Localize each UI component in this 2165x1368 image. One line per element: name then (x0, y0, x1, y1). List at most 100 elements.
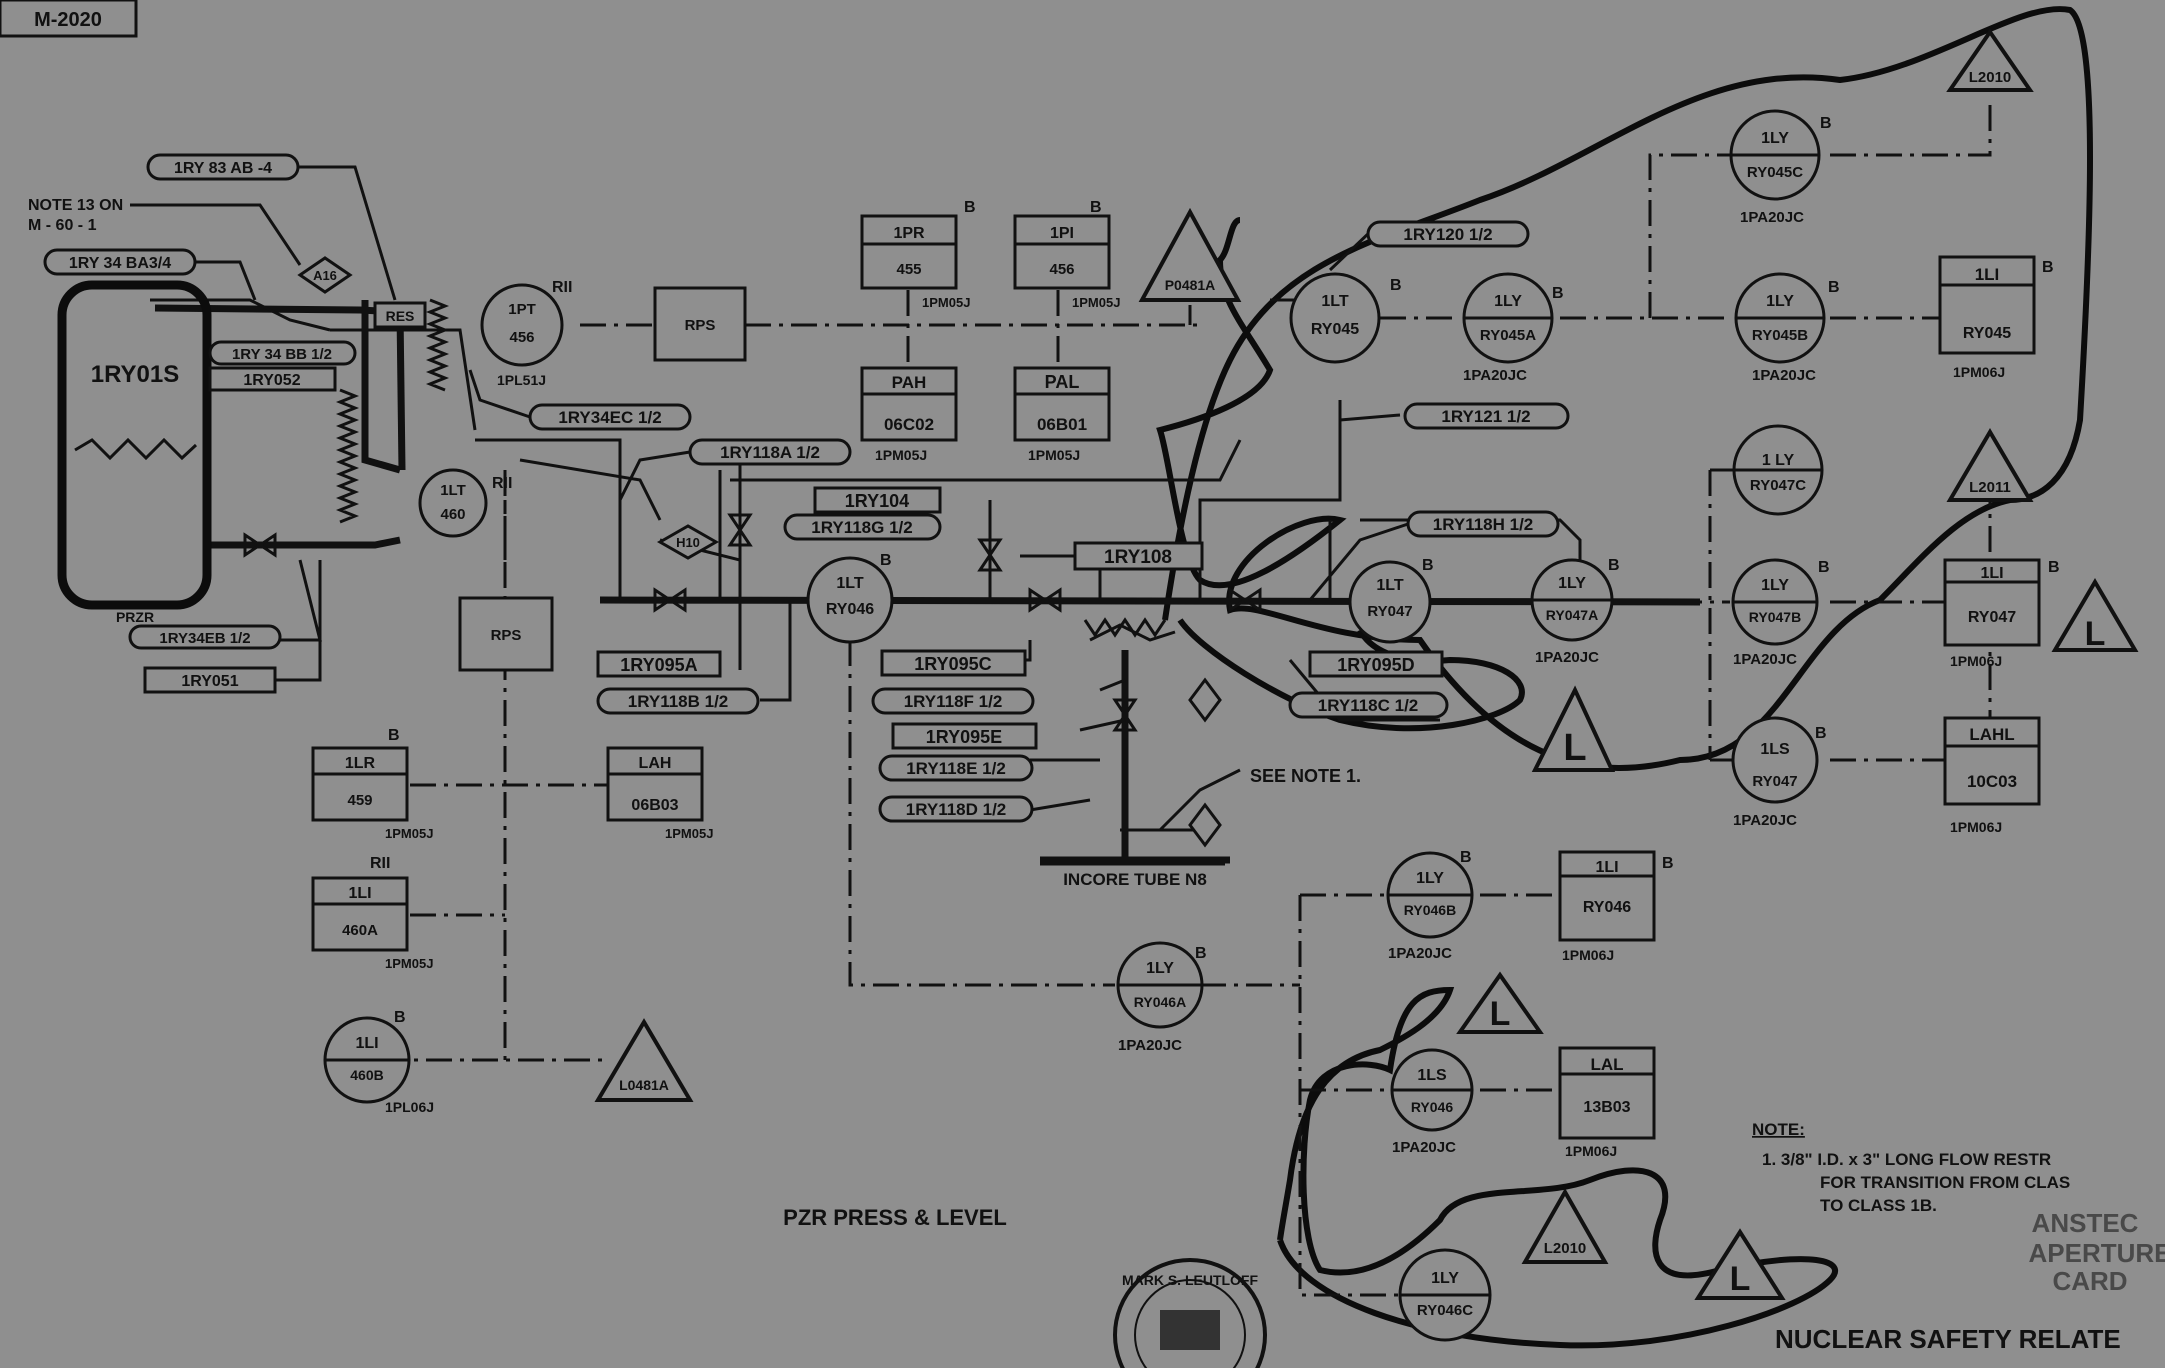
svg-text:1LI: 1LI (1975, 265, 2000, 284)
triangle-l2011: L2011 (1946, 428, 2034, 502)
svg-text:1PM05J: 1PM05J (1072, 295, 1120, 310)
svg-text:RY045A: RY045A (1480, 327, 1536, 344)
pipe-label-ry34ec: 1RY34EC 1/2 (468, 369, 692, 431)
svg-text:RII: RII (552, 279, 572, 296)
valve-7 (243, 532, 277, 558)
svg-text:1RY 83 AB -4: 1RY 83 AB -4 (174, 160, 272, 177)
signal-lines (380, 100, 1992, 1297)
triangle-l0481a: L0481A (594, 1018, 694, 1102)
triangle-p0481a: P0481A (1138, 207, 1242, 302)
instrument-ly046b: 1LY RY046B B 1PA20JC (1386, 849, 1474, 962)
svg-text:1PM05J: 1PM05J (922, 295, 970, 310)
svg-text:1RY118F 1/2: 1RY118F 1/2 (904, 692, 1003, 711)
svg-text:1RY051: 1RY051 (181, 673, 238, 690)
svg-text:1RY118D 1/2: 1RY118D 1/2 (906, 800, 1007, 819)
incore-tube: INCORE TUBE N8 (1040, 617, 1225, 889)
svg-text:NOTE:: NOTE: (1752, 1120, 1805, 1139)
panel-li047: 1LI RY047 B 1PM06J (1943, 558, 2060, 669)
triangle-l2010-bottom: L2010 (1521, 1187, 1609, 1264)
svg-text:460A: 460A (342, 922, 378, 939)
svg-text:B: B (1815, 725, 1827, 742)
svg-text:1LI: 1LI (355, 1035, 378, 1052)
valves (243, 513, 1262, 732)
svg-text:B: B (880, 552, 892, 569)
top-left-note: NOTE 13 ON M - 60 - 1 (28, 197, 302, 266)
svg-text:RY046: RY046 (1411, 1099, 1454, 1115)
panel-pi456: 1PI 456 B 1PM05J (1013, 199, 1120, 310)
panel-pah: PAH 06C02 1PM05J (860, 366, 958, 463)
svg-text:06B01: 06B01 (1037, 415, 1087, 434)
svg-text:B: B (2042, 259, 2054, 276)
svg-text:1LY: 1LY (1431, 1270, 1459, 1287)
svg-text:1LS: 1LS (1760, 741, 1790, 758)
svg-text:B: B (1552, 285, 1564, 302)
svg-text:L: L (1490, 995, 1511, 1033)
svg-text:1RY118G 1/2: 1RY118G 1/2 (811, 518, 912, 537)
rps-box-2: RPS (458, 596, 554, 672)
svg-text:1PR: 1PR (893, 225, 925, 242)
svg-text:B: B (394, 1009, 406, 1026)
svg-text:INCORE TUBE N8: INCORE TUBE N8 (1063, 870, 1207, 889)
res-box: RES (373, 301, 427, 329)
svg-text:13B03: 13B03 (1583, 1099, 1630, 1116)
instrument-lt460: 1LT 460 RII (418, 468, 512, 538)
pipe-label-ry118h: 1RY118H 1/2 (1308, 510, 1560, 601)
pipe-label-ry052: 1RY052 (208, 366, 337, 392)
aperture-card-watermark: ANSTEC APERTURE CARD (2028, 1208, 2165, 1296)
pigtail-coils (335, 298, 450, 524)
svg-text:RY047: RY047 (1968, 609, 2016, 626)
svg-text:1PM05J: 1PM05J (385, 956, 433, 971)
svg-text:1PM05J: 1PM05J (665, 826, 713, 841)
svg-text:1PM05J: 1PM05J (1028, 447, 1080, 463)
svg-text:1PL51J: 1PL51J (497, 372, 546, 388)
triangle-l-2: L (1531, 685, 1616, 772)
svg-text:1RY108: 1RY108 (1104, 547, 1172, 568)
svg-text:1LT: 1LT (1376, 577, 1403, 594)
svg-text:1RY052: 1RY052 (243, 372, 300, 389)
svg-text:RY045C: RY045C (1747, 164, 1803, 181)
svg-text:1PA20JC: 1PA20JC (1535, 649, 1599, 666)
svg-text:RPS: RPS (491, 627, 522, 644)
svg-text:L2011: L2011 (1969, 479, 2011, 496)
svg-text:H10: H10 (676, 535, 700, 550)
svg-text:B: B (2048, 559, 2060, 576)
svg-text:460B: 460B (350, 1067, 383, 1083)
svg-text:B: B (1818, 559, 1830, 576)
svg-text:1RY095A: 1RY095A (620, 655, 697, 675)
svg-text:1. 3/8" I.D. x 3" LONG FLOW R: 1. 3/8" I.D. x 3" LONG FLOW RESTR (1762, 1150, 2051, 1169)
svg-text:B: B (1828, 279, 1840, 296)
pipe-label-ry118e: 1RY118E 1/2 (878, 754, 1034, 782)
pipe-label-ry095c: 1RY095C (880, 649, 1027, 677)
instrument-ls046: 1LS RY046 1PA20JC (1390, 1048, 1474, 1156)
svg-text:456: 456 (509, 329, 534, 346)
svg-text:1LT: 1LT (836, 575, 863, 592)
pipe-label-ry118c: 1RY118C 1/2 (1288, 691, 1449, 719)
svg-text:RY046A: RY046A (1134, 994, 1186, 1010)
svg-text:RPS: RPS (685, 317, 716, 334)
svg-text:RY045: RY045 (1311, 321, 1359, 338)
svg-text:FOR TRANSITION FROM CLAS: FOR TRANSITION FROM CLAS (1820, 1173, 2070, 1192)
valve-3 (1228, 587, 1262, 613)
panel-lal: LAL 13B03 1PM06J (1558, 1046, 1656, 1159)
svg-text:B: B (1460, 849, 1472, 866)
svg-text:1PM06J: 1PM06J (1565, 1143, 1617, 1159)
svg-text:L: L (1563, 727, 1586, 769)
svg-text:APERTURE: APERTURE (2028, 1238, 2165, 1268)
instrument-li460b: 1LI 460B B 1PL06J (323, 1009, 434, 1115)
svg-text:1LY: 1LY (1494, 293, 1522, 310)
svg-text:1PM05J: 1PM05J (385, 826, 433, 841)
svg-text:1PA20JC: 1PA20JC (1463, 367, 1527, 384)
pressurizer-tank: 1RY01S PRZR (57, 280, 212, 625)
instrument-pt456: 1PT 456 RII 1PL51J (480, 279, 572, 388)
svg-text:RY046C: RY046C (1417, 1302, 1473, 1319)
svg-text:LAHL: LAHL (1969, 725, 2014, 744)
engineer-stamp: MARK S. LEUTLOFF (1113, 1258, 1267, 1368)
svg-text:RII: RII (370, 855, 390, 872)
revision-cloud-lower (1277, 986, 1838, 1349)
pipe-label-ry118a: 1RY118A 1/2 (618, 438, 852, 501)
diamond-a16: A16 (297, 256, 353, 294)
svg-text:10C03: 10C03 (1967, 772, 2017, 791)
svg-text:1RY095E: 1RY095E (926, 727, 1002, 747)
valve-2 (1028, 587, 1062, 613)
